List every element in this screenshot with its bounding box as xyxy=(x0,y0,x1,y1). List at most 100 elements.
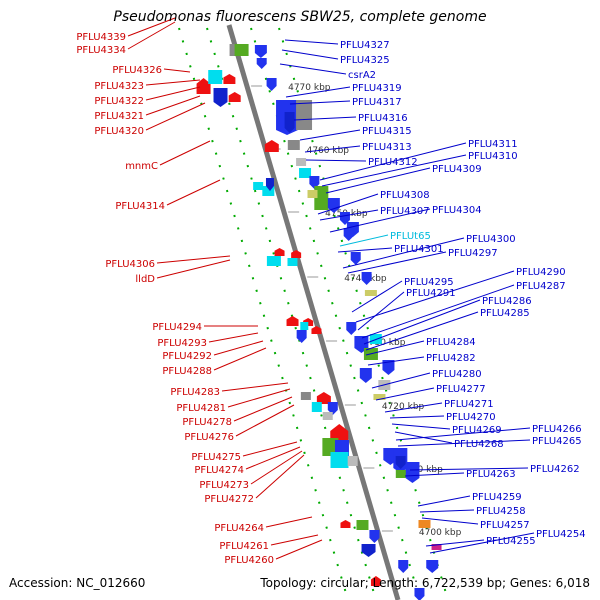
map-title: Pseudomonas fluorescens SBW25, complete … xyxy=(113,9,487,25)
gene-block xyxy=(253,182,264,190)
reverse-gene-arrow xyxy=(414,596,425,600)
right-leader-line xyxy=(355,270,515,323)
forward-gene-arrow xyxy=(274,248,285,256)
gene-label-left: PFLU4322 xyxy=(94,96,144,107)
gene-block xyxy=(414,588,425,596)
gene-block xyxy=(418,520,431,528)
right-leader-line xyxy=(363,299,481,345)
right-leader-line xyxy=(389,415,445,419)
right-leader-line xyxy=(342,237,465,269)
right-leader-line xyxy=(329,208,431,233)
gene-block xyxy=(284,112,295,128)
gene-label-right: PFLU4271 xyxy=(444,399,494,410)
reverse-gene-arrow xyxy=(382,370,395,375)
right-leader-line xyxy=(325,167,431,194)
reverse-gene-arrow xyxy=(395,464,406,469)
left-leader-line xyxy=(213,340,264,356)
gene-label-right: PFLU4319 xyxy=(352,83,402,94)
gene-block xyxy=(382,360,395,370)
gene-label-right: PFLU4257 xyxy=(480,520,530,531)
left-leader-line xyxy=(145,79,201,86)
gene-label-left: PFLU4292 xyxy=(162,351,212,362)
left-leader-line xyxy=(127,17,176,37)
gene-label-left: PFLU4306 xyxy=(105,259,155,270)
right-leader-line xyxy=(299,129,361,141)
forward-gene-arrow xyxy=(264,140,279,152)
left-leader-line xyxy=(255,454,305,499)
right-leader-line xyxy=(397,439,531,447)
genome-axis xyxy=(226,24,401,600)
gene-label-right: PFLU4304 xyxy=(432,205,482,216)
gene-block xyxy=(359,368,372,378)
gene-block xyxy=(361,544,376,552)
gene-block xyxy=(300,322,309,330)
gene-label-right: PFLU4258 xyxy=(476,506,526,517)
gene-label-right: PFLU4312 xyxy=(368,157,418,168)
gene-block xyxy=(354,336,369,348)
right-leader-line xyxy=(421,517,479,525)
right-leader-line xyxy=(351,280,403,313)
gene-label-right: PFLU4285 xyxy=(480,308,530,319)
right-leader-line xyxy=(384,402,443,413)
reverse-gene-arrow xyxy=(361,552,376,557)
gene-label-right: PFLU4269 xyxy=(452,425,502,436)
right-leader-line xyxy=(293,116,357,121)
reverse-gene-arrow xyxy=(343,236,354,241)
gene-label-left: PFLU4320 xyxy=(94,126,144,137)
gene-block xyxy=(287,140,300,150)
gene-block xyxy=(311,402,322,412)
right-leader-line xyxy=(404,472,465,477)
kbp-tick-label: 4700 kbp xyxy=(419,528,462,538)
gene-label-left: PFLU4314 xyxy=(115,201,165,212)
right-leader-line xyxy=(365,340,425,356)
gene-block xyxy=(254,45,267,53)
gene-block xyxy=(398,560,409,568)
gene-label-right: PFLU4290 xyxy=(516,267,566,278)
gene-label-left: PFLU4261 xyxy=(219,541,269,552)
left-leader-line xyxy=(235,404,295,437)
right-leader-line xyxy=(321,154,467,187)
gene-block xyxy=(299,168,312,178)
gene-label-left: PFLU4260 xyxy=(224,555,274,566)
left-leader-line xyxy=(265,516,313,528)
reverse-gene-arrow xyxy=(276,130,299,135)
reverse-gene-arrow xyxy=(256,64,267,69)
left-leader-line xyxy=(145,86,201,101)
gene-label-right: PFLU4280 xyxy=(432,369,482,380)
gene-block xyxy=(256,58,267,64)
gene-label-left: mnmC xyxy=(125,161,158,172)
gene-block xyxy=(343,228,354,236)
gene-label-right: PFLU4311 xyxy=(468,139,518,150)
gene-label-right: PFLU4295 xyxy=(404,277,454,288)
gene-block xyxy=(395,456,406,464)
reverse-gene-arrow xyxy=(398,568,409,573)
right-leader-line xyxy=(337,247,393,253)
gene-block xyxy=(327,198,340,208)
reverse-gene-arrow xyxy=(266,86,277,91)
left-leader-line xyxy=(270,534,319,546)
right-leader-line xyxy=(367,356,425,366)
reverse-gene-arrow xyxy=(254,53,267,58)
gene-block xyxy=(296,158,307,166)
gene-label-right: PFLU4307 xyxy=(380,206,430,217)
gene-block xyxy=(322,412,333,420)
right-leader-line xyxy=(279,63,347,75)
gene-block xyxy=(431,544,442,550)
forward-gene-arrow xyxy=(223,74,236,84)
left-leader-line xyxy=(275,539,323,560)
gene-block xyxy=(346,322,357,330)
gene-label-right: PFLU4268 xyxy=(454,439,504,450)
left-leader-line xyxy=(145,102,206,131)
left-leader-line xyxy=(166,179,221,206)
reverse-gene-arrow xyxy=(213,102,228,107)
gene-label-left: PFLU4321 xyxy=(94,111,144,122)
gene-label-left: PFLU4274 xyxy=(194,465,244,476)
right-leader-line xyxy=(281,49,339,60)
reverse-gene-arrow xyxy=(265,186,274,191)
kbp-tick-label: 4720 kbp xyxy=(382,402,425,412)
gene-block xyxy=(347,456,358,466)
right-leader-line xyxy=(357,291,405,331)
gene-label-left: PFLU4283 xyxy=(170,387,220,398)
right-leader-line xyxy=(319,142,467,181)
